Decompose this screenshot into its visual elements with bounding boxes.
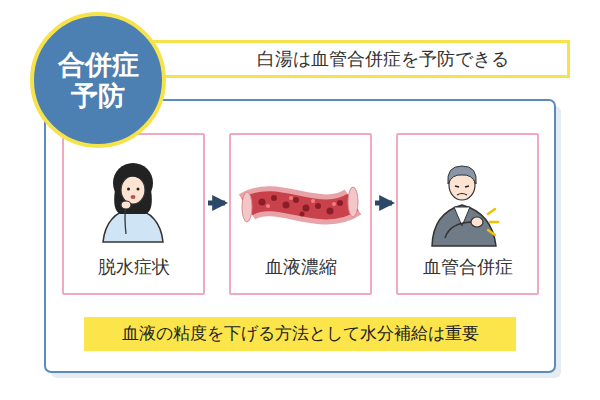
- node-label: 血管合併症: [423, 255, 513, 279]
- note-band: 血液の粘度を下げる方法として水分補給は重要: [84, 317, 516, 351]
- badge-circle: 合併症 予防: [30, 12, 166, 148]
- title-banner: 白湯は血管合併症を予防できる: [150, 40, 570, 78]
- process-box: 血管合併症: [396, 133, 539, 295]
- node-label: 血液濃縮: [265, 255, 337, 279]
- node-label: 合併症 予防: [49, 49, 146, 111]
- flow-arrow: [208, 201, 225, 206]
- man-figure: [432, 166, 498, 246]
- process-box: 血液濃縮: [229, 133, 372, 295]
- node-label: 脱水症状: [98, 255, 170, 279]
- process-box: 脱水症状: [62, 133, 205, 295]
- node-label: 白湯は血管合併症を予防できる: [257, 47, 509, 71]
- blood-vessel: [242, 187, 358, 222]
- flow-arrow: [375, 201, 392, 206]
- woman-figure: [103, 163, 163, 242]
- node-label: 血液の粘度を下げる方法として水分補給は重要: [122, 323, 479, 345]
